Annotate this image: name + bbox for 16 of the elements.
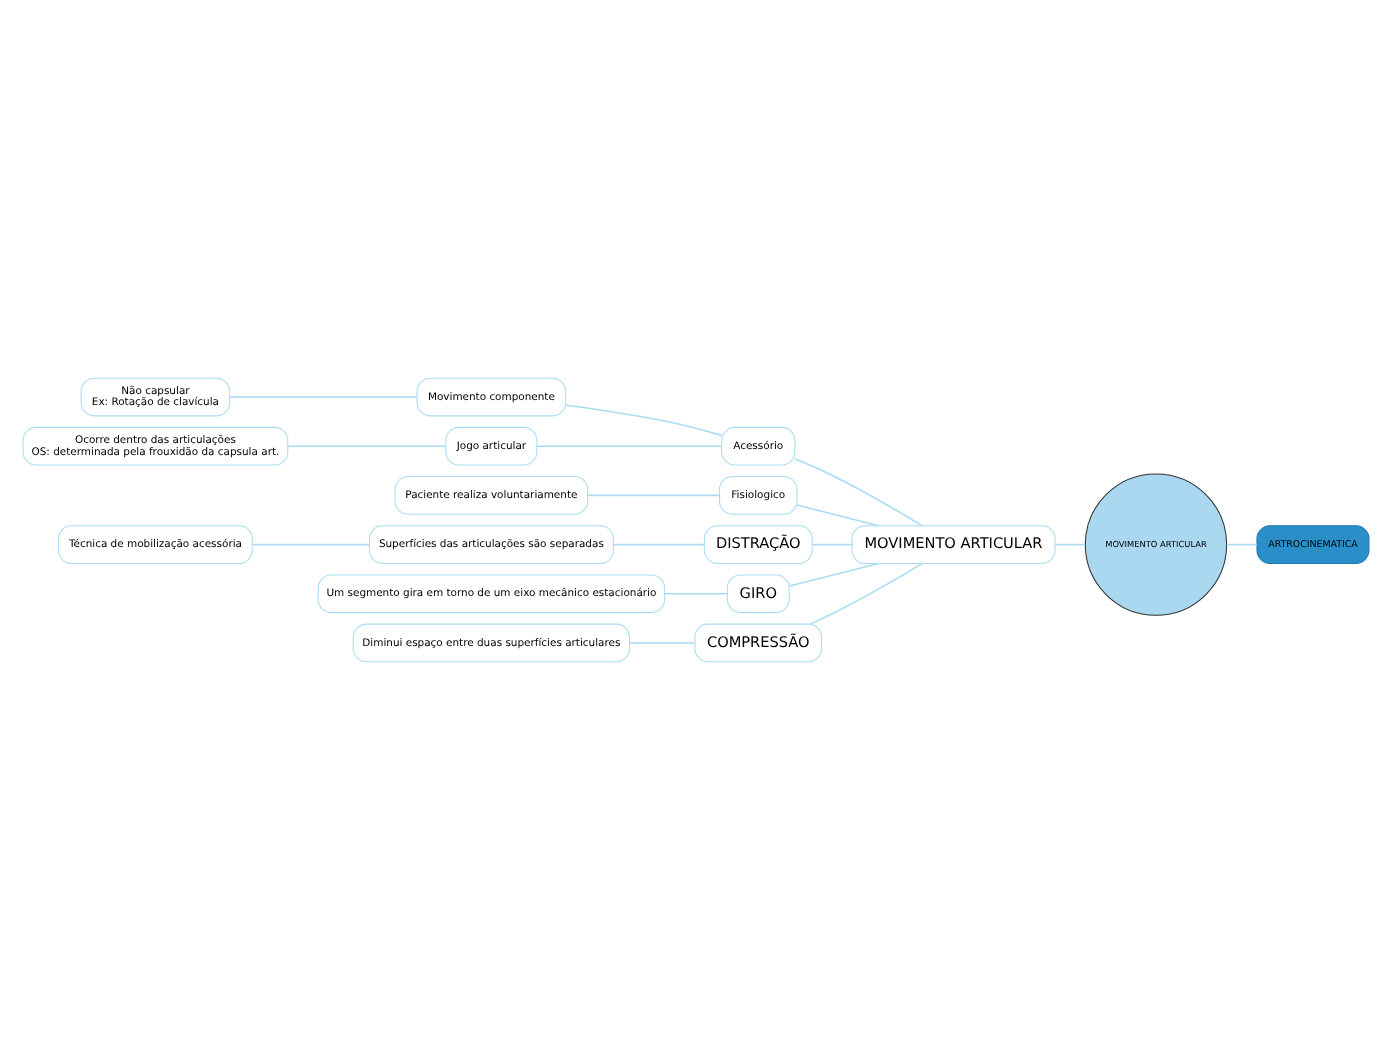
connector (628, 642, 696, 644)
connector (565, 404, 723, 437)
connector (811, 543, 853, 546)
connector (788, 562, 880, 587)
connector (796, 504, 880, 527)
connector (794, 458, 923, 527)
connector (1054, 543, 1086, 546)
connector (663, 593, 729, 595)
connector (612, 543, 706, 546)
connector (1226, 543, 1258, 546)
connector (586, 494, 721, 497)
connector (536, 445, 723, 447)
connector (809, 562, 923, 625)
connector (251, 543, 371, 546)
connector (287, 445, 447, 447)
connector (229, 396, 418, 398)
